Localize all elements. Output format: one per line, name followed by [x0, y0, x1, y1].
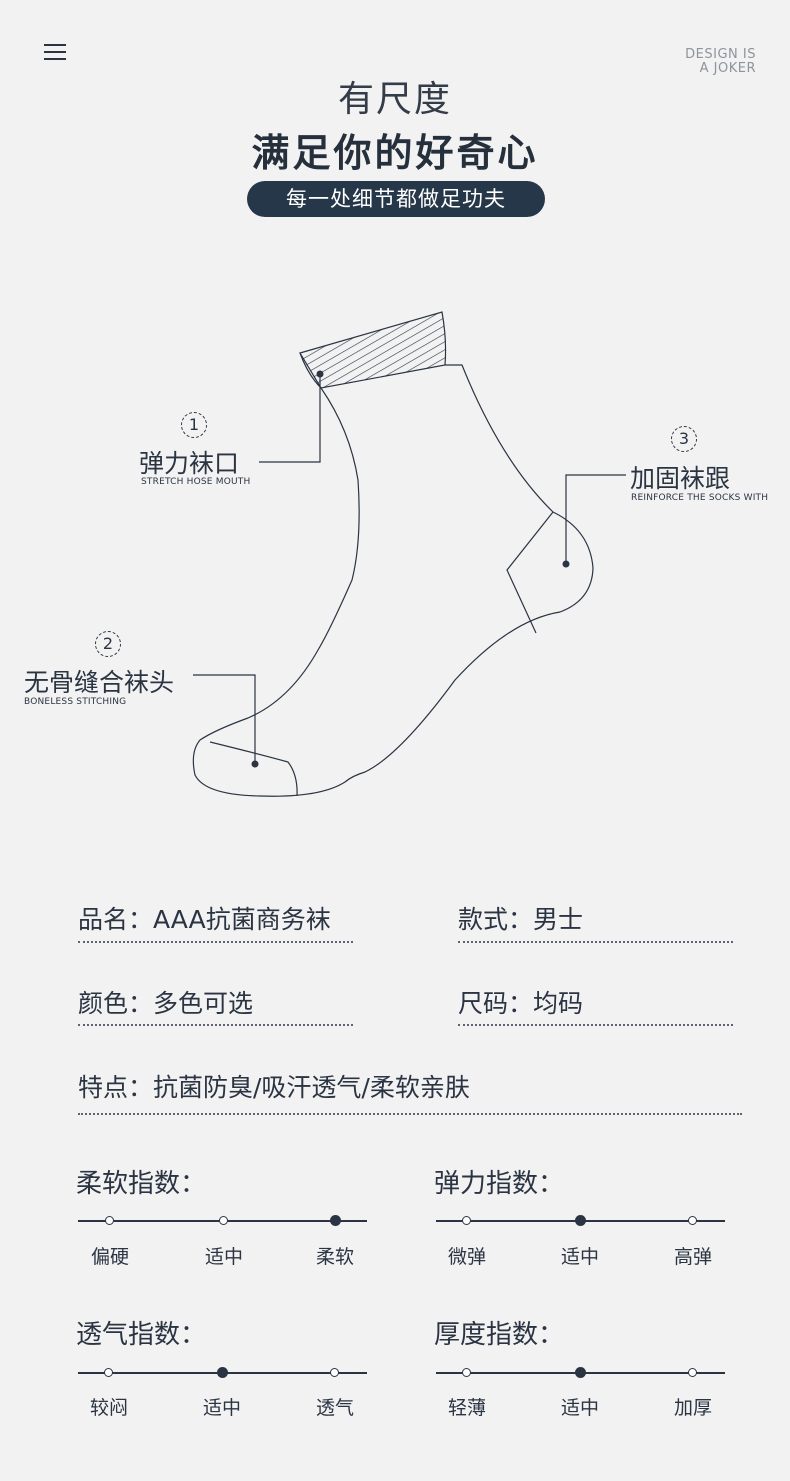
- brand-line-1: DESIGN IS: [685, 47, 756, 62]
- leader-line-3: [565, 474, 626, 564]
- index-level-label: 柔软: [315, 1246, 354, 1268]
- index-level-label: 微弹: [447, 1246, 486, 1268]
- index-dot-elasticity-1-selected: [575, 1215, 586, 1226]
- index-level-label: 适中: [204, 1246, 243, 1268]
- index-dot-elasticity-0: [462, 1216, 471, 1225]
- tagline-badge: 每一处细节都做足功夫: [247, 181, 545, 217]
- index-dot-thickness-0: [462, 1368, 471, 1377]
- spec-divider: [78, 1113, 742, 1115]
- annotation-number-2: 2: [95, 631, 121, 657]
- leader-line-1: [259, 374, 321, 463]
- annotation-sublabel-2: BONELESS STITCHING: [24, 697, 127, 707]
- annotation-sublabel-3: REINFORCE THE SOCKS WITH: [631, 493, 769, 503]
- menu-icon[interactable]: [44, 44, 66, 60]
- index-level-label: 高弹: [673, 1246, 712, 1268]
- index-dot-thickness-1-selected: [575, 1367, 586, 1378]
- sock-outline: [192, 311, 594, 797]
- index-level-label: 偏硬: [90, 1246, 129, 1268]
- index-title-elasticity: 弹力指数：: [434, 1169, 565, 1199]
- spec-divider: [458, 941, 733, 943]
- anchor-dot-1: [316, 370, 324, 378]
- annotation-label-1: 弹力袜口: [139, 449, 240, 478]
- index-level-label: 适中: [560, 1397, 599, 1419]
- index-level-label: 适中: [202, 1397, 241, 1419]
- anchor-dot-3: [562, 560, 570, 568]
- spec-divider: [78, 941, 353, 943]
- annotation-sublabel-1: STRETCH HOSE MOUTH: [141, 477, 251, 487]
- index-title-softness: 柔软指数：: [76, 1169, 207, 1199]
- annotation-number-1: 1: [181, 412, 207, 438]
- spec-size: 尺码：均码: [458, 989, 584, 1018]
- spec-style: 款式：男士: [458, 905, 584, 934]
- annotation-label-3: 加固袜跟: [630, 464, 731, 493]
- spec-product-name: 品名：AAA抗菌商务袜: [78, 905, 331, 934]
- index-dot-softness-2-selected: [330, 1215, 341, 1226]
- page-title: 满足你的好奇心: [251, 131, 539, 175]
- brand-line-2: A JOKER: [699, 61, 756, 76]
- spec-divider: [458, 1024, 733, 1026]
- brand-mark: DESIGN IS A JOKER: [685, 48, 756, 76]
- leader-line-2: [193, 674, 256, 764]
- page-subtitle: 有尺度: [337, 79, 452, 120]
- spec-features: 特点：抗菌防臭/吸汗透气/柔软亲肤: [78, 1073, 470, 1102]
- index-title-thickness: 厚度指数：: [434, 1320, 565, 1350]
- index-dot-breathability-0: [104, 1368, 113, 1377]
- index-level-label: 透气: [315, 1397, 354, 1419]
- index-dot-softness-1: [219, 1216, 228, 1225]
- index-dot-breathability-2: [330, 1368, 339, 1377]
- index-level-label: 轻薄: [447, 1397, 486, 1419]
- index-dot-elasticity-2: [688, 1216, 697, 1225]
- spec-divider: [78, 1024, 353, 1026]
- annotation-number-3: 3: [671, 426, 697, 452]
- index-level-label: 加厚: [673, 1397, 712, 1419]
- sock-illustration: [192, 311, 626, 797]
- index-dot-softness-0: [105, 1216, 114, 1225]
- spec-color: 颜色：多色可选: [78, 989, 254, 1018]
- index-dot-breathability-1-selected: [217, 1367, 228, 1378]
- index-level-label: 较闷: [89, 1397, 128, 1419]
- index-title-breathability: 透气指数：: [76, 1320, 207, 1350]
- index-dot-thickness-2: [688, 1368, 697, 1377]
- anchor-dot-2: [251, 760, 259, 768]
- annotation-label-2: 无骨缝合袜头: [24, 668, 175, 697]
- index-level-label: 适中: [560, 1246, 599, 1268]
